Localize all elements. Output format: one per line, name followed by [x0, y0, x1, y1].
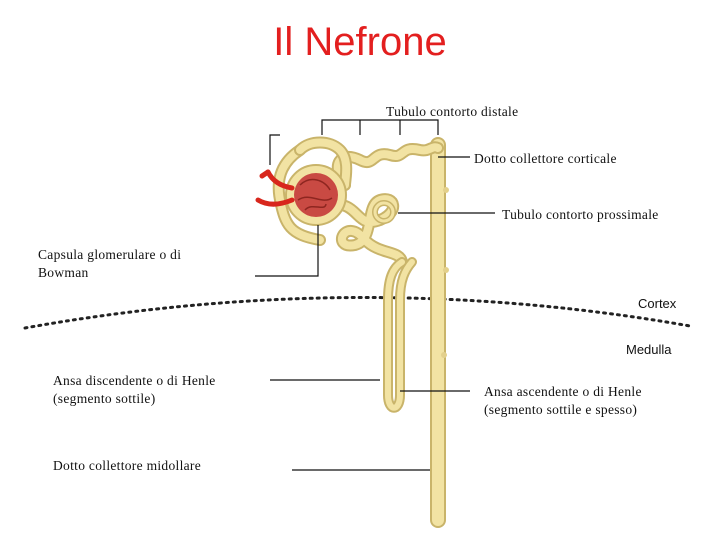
cortex-medulla-boundary — [25, 297, 690, 328]
label-distal-tubule: Tubulo contorto distale — [386, 103, 518, 120]
label-cortical-collecting-duct: Dotto collettore corticale — [474, 150, 617, 167]
glomerulus — [286, 165, 346, 225]
label-cortex: Cortex — [638, 296, 676, 311]
label-medullary-collecting-duct: Dotto collettore midollare — [53, 457, 201, 474]
label-proximal-tubule: Tubulo contorto prossimale — [502, 206, 659, 223]
label-bowman-line1: Capsula glomerulare o di — [38, 246, 181, 263]
leader-distal — [322, 120, 438, 135]
label-ascending-loop-line1: Ansa ascendente o di Henle — [484, 383, 642, 400]
label-ascending-loop-line2: (segmento sottile e spesso) — [484, 401, 637, 418]
leader-lines — [255, 120, 495, 470]
label-bowman-line2: Bowman — [38, 264, 89, 281]
loop-of-henle-ascending — [372, 262, 378, 300]
label-medulla: Medulla — [626, 342, 672, 357]
label-descending-loop-line2: (segmento sottile) — [53, 390, 156, 407]
label-descending-loop-line1: Ansa discendente o di Henle — [53, 372, 216, 389]
